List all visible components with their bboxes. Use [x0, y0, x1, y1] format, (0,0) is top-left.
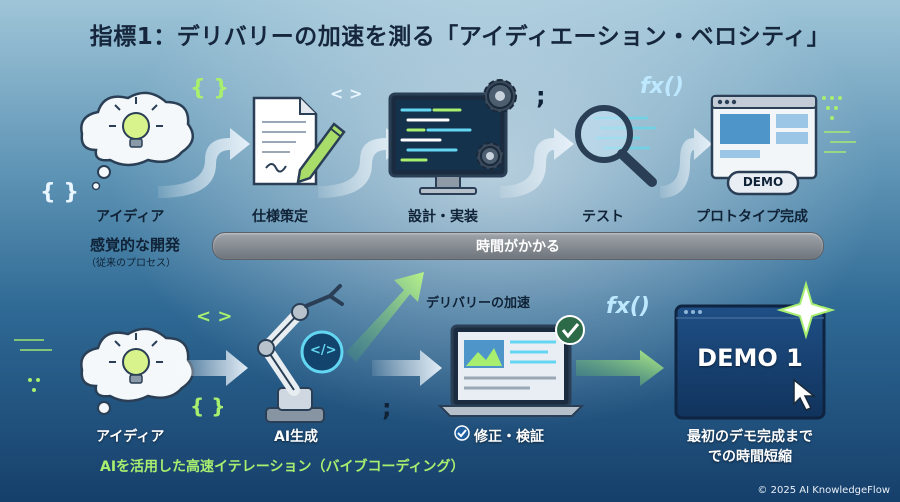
time-bar: 時間がかかる [212, 232, 824, 260]
demo-badge-label: DEMO [742, 175, 784, 189]
semicolon-symbol: ; [536, 82, 546, 110]
process-label: 感覚的な開発 [90, 236, 181, 254]
tag-symbol: < > [196, 306, 233, 327]
decor-dots [28, 96, 842, 392]
step-label-prototype: プロトタイプ完成 [696, 209, 808, 225]
cursor-icon [793, 378, 817, 411]
semicolon-symbol: ; [382, 394, 392, 422]
sparkle-icon [776, 280, 836, 340]
step-label-test: テスト [582, 209, 624, 225]
gear-icon [483, 79, 517, 113]
copyright: © 2025 AI KnowledgeFlow [757, 485, 890, 496]
magnifier-icon [575, 105, 657, 187]
fx-symbol: fx() [640, 74, 684, 99]
decor-code-lines [14, 131, 856, 351]
step-label-idea: アイディア [96, 209, 165, 225]
demo-screen-icon [674, 304, 826, 420]
idea-cloud-icon [80, 91, 195, 191]
step-label-design: 設計・実装 [408, 209, 478, 225]
demo-badge [726, 170, 800, 196]
prototype-browser-icon [710, 94, 818, 180]
ai-process-label: AIを活用した高速イテレーション（バイブコーディング） [100, 459, 465, 475]
process-sublabel: （従来のプロセス） [86, 258, 176, 269]
step-label-idea: アイディア [96, 429, 165, 445]
fx-symbol: fx() [606, 294, 650, 319]
idea-cloud-icon [80, 327, 195, 415]
braces-symbol: { } [190, 76, 229, 101]
flow-arrow [576, 350, 664, 386]
step-label-first-demo: 最初のデモ完成まで [687, 429, 813, 445]
step-label-time-saved: での時間短縮 [708, 449, 792, 465]
flow-arrow [158, 128, 712, 198]
acceleration-label: デリバリーの加速 [426, 296, 531, 311]
braces-symbol: { } [190, 394, 226, 418]
step-label-ai-generate: AI生成 [274, 429, 319, 445]
robot-arm-icon [257, 284, 344, 423]
document-pen-icon [252, 96, 346, 186]
page-title: 指標1：デリバリーの加速を測る「アイディエーション・ベロシティ」 [89, 24, 831, 50]
demo-screen-label: DEMO 1 [697, 344, 803, 372]
acceleration-arrow [346, 272, 424, 362]
code-symbol: </> [310, 343, 337, 358]
flow-arrow [176, 350, 442, 386]
laptop-icon [437, 315, 585, 417]
check-icon [454, 425, 470, 441]
gear-icon [476, 142, 504, 170]
step-label-revise: 修正・検証 [474, 429, 544, 445]
tag-symbol: < > [330, 84, 363, 103]
step-label-spec: 仕様策定 [252, 209, 308, 225]
braces-symbol: { } [40, 180, 79, 205]
